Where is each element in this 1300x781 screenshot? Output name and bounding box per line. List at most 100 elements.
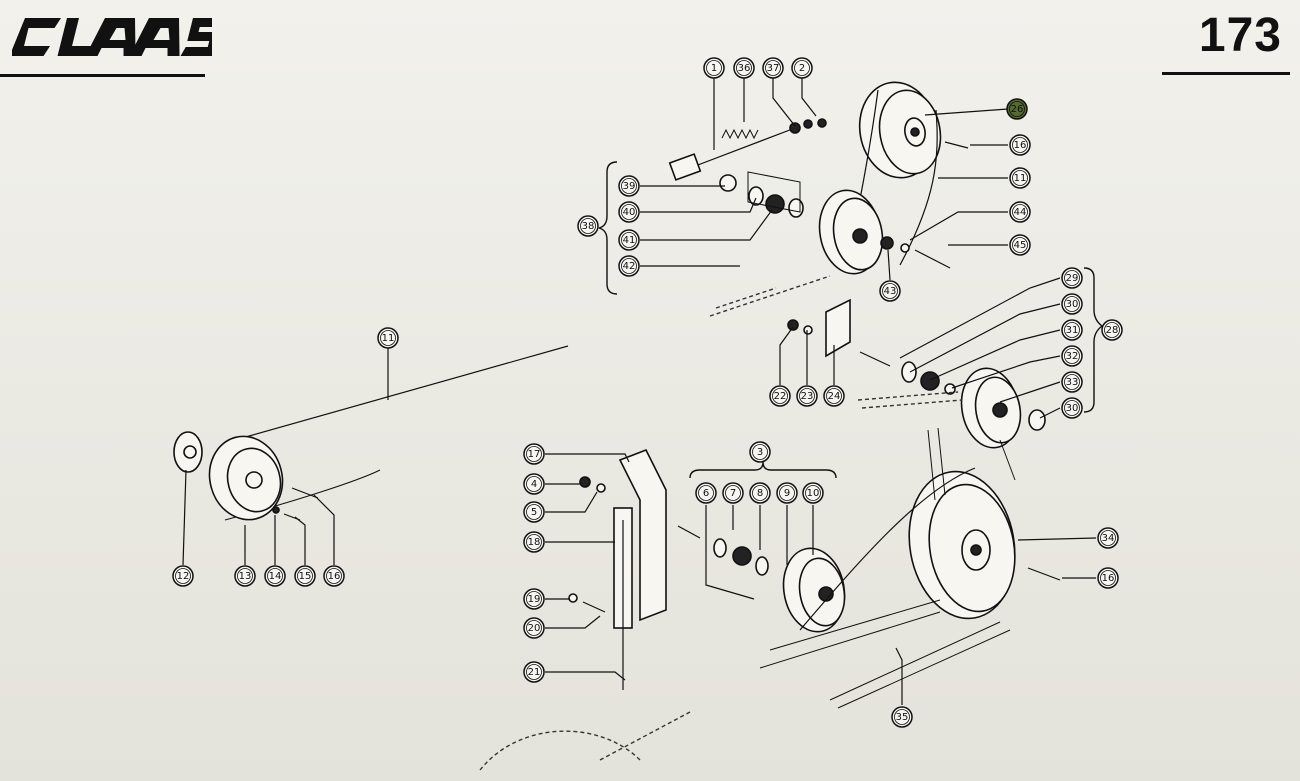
callout-inner-ring [1100, 530, 1116, 546]
callout-circle [1097, 567, 1119, 589]
callout-circle [823, 385, 845, 407]
callout-30: 30 [1061, 397, 1083, 419]
page-number-underline [1162, 72, 1290, 75]
callout-label: 12 [177, 571, 190, 582]
bolt-16-left [291, 487, 319, 499]
callout-inner-ring [1064, 270, 1080, 286]
lower-right-drive [759, 427, 1061, 709]
callout-circle [523, 501, 545, 523]
nut-22 [787, 319, 799, 331]
callout-circle [523, 661, 545, 683]
callout-circle [1009, 167, 1031, 189]
callout-16: 16 [1097, 567, 1119, 589]
callout-label: 16 [1014, 140, 1027, 151]
callout-circle [1061, 371, 1083, 393]
bracket-17 [618, 448, 667, 622]
callout-circle [1061, 319, 1083, 341]
callout-inner-ring [175, 568, 191, 584]
callout-43: 43 [879, 280, 901, 302]
washer-32 [944, 383, 956, 395]
callout-inner-ring [526, 591, 542, 607]
callout-inner-ring [237, 568, 253, 584]
callout-inner-ring [621, 204, 637, 220]
callout-inner-ring [752, 485, 768, 501]
upper-belt-right [899, 109, 938, 266]
callout-inner-ring [1009, 101, 1025, 117]
callout-circle [172, 565, 194, 587]
callout-label: 3 [757, 447, 763, 458]
callout-circle [523, 443, 545, 465]
callout-22: 22 [769, 385, 791, 407]
bearing-31 [920, 371, 940, 391]
callout-circle [733, 57, 755, 79]
callout-17: 17 [523, 443, 545, 465]
upper-small-pulley [818, 189, 884, 275]
left-belt-assembly [173, 345, 569, 521]
callout-7: 7 [722, 482, 744, 504]
callout-label: 1 [711, 63, 717, 74]
callout-label: 11 [382, 333, 395, 344]
callout-label: 21 [528, 667, 541, 678]
callout-circle [762, 57, 784, 79]
callout-38: 38 [577, 215, 599, 237]
callout-16: 16 [323, 565, 345, 587]
washer-43b [900, 243, 910, 253]
callout-inner-ring [380, 330, 396, 346]
callout-circle [618, 229, 640, 251]
callout-inner-ring [1064, 322, 1080, 338]
callout-4: 4 [523, 473, 545, 495]
callout-23: 23 [796, 385, 818, 407]
callout-inner-ring [621, 232, 637, 248]
callout-circle [1009, 201, 1031, 223]
claas-logo [12, 18, 212, 56]
belt-11-long [234, 345, 569, 441]
callout-circle [791, 57, 813, 79]
callout-label: 20 [528, 623, 541, 634]
callout-inner-ring [1012, 237, 1028, 253]
callout-label: 26 [1011, 104, 1024, 115]
callout-12: 12 [172, 565, 194, 587]
callout-label: 34 [1102, 533, 1115, 544]
callout-label: 45 [1014, 240, 1027, 251]
callout-label: 32 [1066, 351, 1079, 362]
page-number: 173 [1198, 9, 1282, 62]
callout-13: 13 [234, 565, 256, 587]
callout-circle [891, 706, 913, 728]
pulley-10 [782, 547, 846, 633]
shaft-29 [859, 351, 891, 367]
callout-inner-ring [779, 485, 795, 501]
bolt-16-top [944, 141, 969, 149]
bracket-24 [825, 298, 851, 358]
callout-circle [234, 565, 256, 587]
washer-40 [748, 186, 764, 206]
washer-41b [788, 198, 804, 218]
callout-2: 2 [791, 57, 813, 79]
callout-circle [802, 482, 824, 504]
callout-circle [1009, 234, 1031, 256]
callout-label: 35 [896, 712, 909, 723]
callout-32: 32 [1061, 345, 1083, 367]
callout-circle [323, 565, 345, 587]
callout-9: 9 [776, 482, 798, 504]
brace-28 [1083, 267, 1104, 413]
nut-2b [817, 118, 827, 128]
callout-29: 29 [1061, 267, 1083, 289]
callout-label: 42 [623, 261, 636, 272]
callout-inner-ring [580, 218, 596, 234]
callout-16: 16 [1009, 134, 1031, 156]
callout-inner-ring [1012, 204, 1028, 220]
callout-circle [769, 385, 791, 407]
callout-inner-ring [1012, 170, 1028, 186]
callout-inner-ring [1064, 400, 1080, 416]
callout-circle [523, 531, 545, 553]
callout-circle [1061, 293, 1083, 315]
callout-label: 15 [299, 571, 312, 582]
callout-35: 35 [891, 706, 913, 728]
callout-circle [1061, 397, 1083, 419]
callout-circle [294, 565, 316, 587]
callout-40: 40 [618, 201, 640, 223]
callout-inner-ring [772, 388, 788, 404]
tension-bracket [668, 153, 702, 181]
callout-14: 14 [264, 565, 286, 587]
